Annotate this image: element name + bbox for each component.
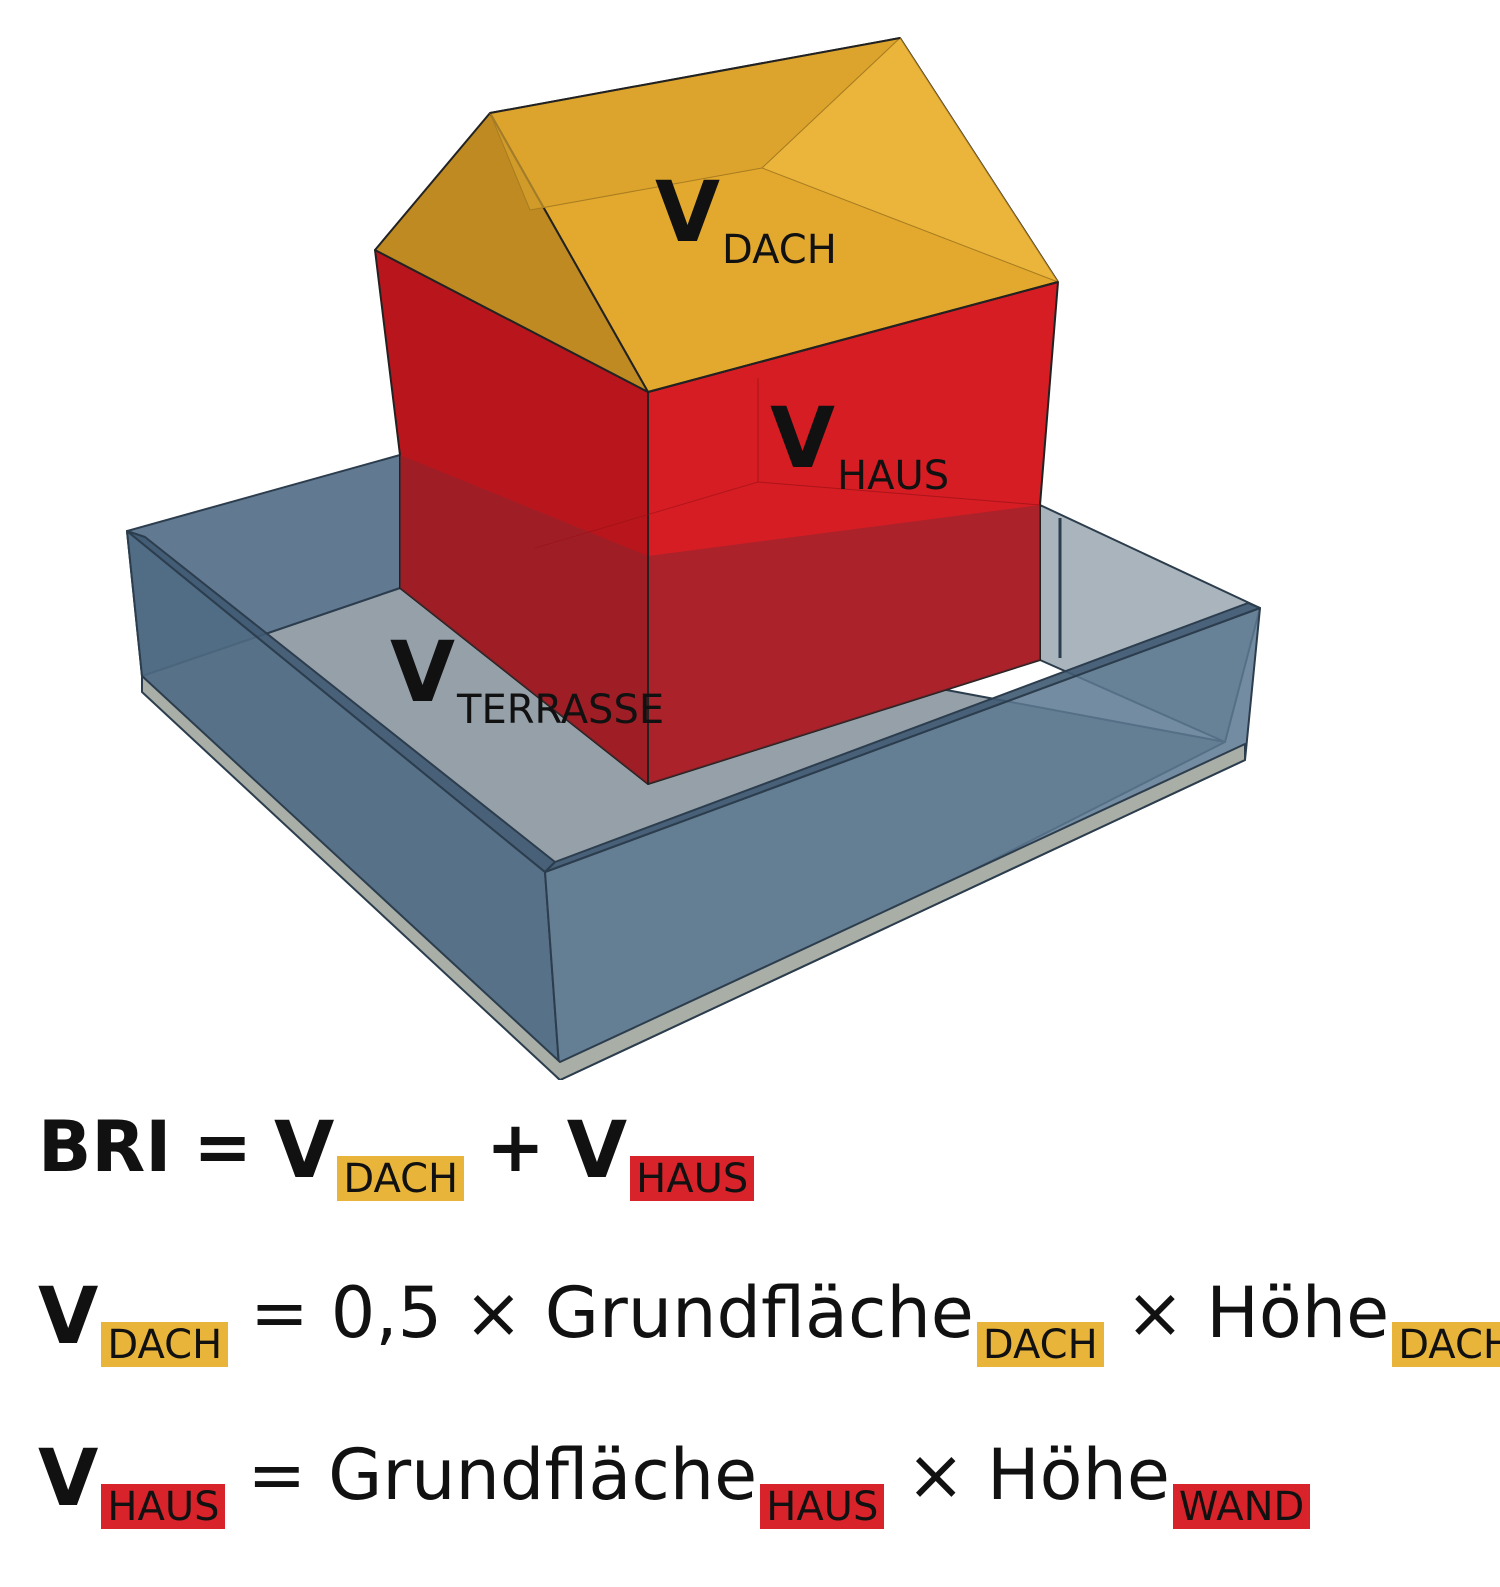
- formula-vhaus-height: Höhe: [987, 1434, 1170, 1516]
- formula-vdach-area: Grundfläche: [544, 1272, 974, 1354]
- terrace-top-rim-right: [544, 602, 1261, 873]
- terrace-front: [126, 518, 1261, 1080]
- label-v-dach: VDACH: [655, 170, 837, 270]
- house-lower-shade-right: [648, 505, 1040, 784]
- roof-eave-front: [647, 281, 1059, 393]
- formula-bri-sub-dach: DACH: [337, 1156, 465, 1201]
- house-volume: [374, 249, 1059, 785]
- formula-vhaus-eq: =: [247, 1434, 307, 1516]
- formula-bri-v1: V: [273, 1106, 335, 1196]
- formula-vdach-factor: 0,5: [330, 1272, 443, 1354]
- formula-bri-eq: =: [193, 1106, 252, 1188]
- label-v-dach-main: V: [655, 163, 721, 261]
- formula-bri-v2: V: [566, 1106, 628, 1196]
- formula-vhaus-v: V: [38, 1434, 99, 1524]
- formula-bri: BRI = V DACH + V HAUS: [38, 1106, 755, 1201]
- formula-vdach-times1: ×: [464, 1272, 523, 1354]
- label-v-haus-sub: HAUS: [837, 453, 950, 499]
- house-inner-edge-2: [534, 481, 759, 549]
- formula-vdach-sub: DACH: [101, 1322, 229, 1367]
- formula-bri-plus: +: [486, 1106, 545, 1188]
- formula-vhaus-height-sub: WAND: [1172, 1484, 1311, 1529]
- label-v-dach-sub: DACH: [722, 227, 837, 273]
- formula-bri-lhs: BRI: [38, 1106, 172, 1188]
- formula-vdach-height-sub: DACH: [1392, 1322, 1500, 1367]
- building-volume-diagram: [126, 37, 1261, 1080]
- terrace-base-strip: [141, 675, 1246, 1080]
- formula-vdach-v: V: [38, 1272, 99, 1362]
- label-v-terrasse: VTERRASSE: [390, 630, 664, 730]
- roof-ridge: [489, 37, 901, 114]
- formula-vhaus-sub: HAUS: [101, 1484, 226, 1529]
- roof-right-gable: [761, 37, 1059, 283]
- formula-vhaus-times: ×: [906, 1434, 965, 1516]
- formula-vdach: V DACH = 0,5 × Grundfläche DACH × Höhe D…: [38, 1278, 1500, 1367]
- label-v-terrasse-main: V: [390, 623, 456, 721]
- roof-left-gable: [374, 112, 649, 393]
- formula-vdach-height: Höhe: [1206, 1272, 1390, 1354]
- house-lower-shade-left: [400, 455, 648, 784]
- label-v-terrasse-sub: TERRASSE: [457, 687, 665, 733]
- formula-vhaus: V HAUS = Grundfläche HAUS × Höhe WAND: [38, 1434, 1311, 1529]
- formula-bri-sub-haus: HAUS: [630, 1156, 755, 1201]
- formula-vdach-area-sub: DACH: [976, 1322, 1104, 1367]
- label-v-haus-main: V: [770, 389, 836, 487]
- roof-volume: [374, 37, 1059, 393]
- formula-vdach-times2: ×: [1125, 1272, 1185, 1354]
- formula-vhaus-area: Grundfläche: [328, 1434, 758, 1516]
- formula-vhaus-area-sub: HAUS: [760, 1484, 885, 1529]
- label-v-haus: VHAUS: [770, 396, 949, 496]
- formula-vdach-eq: =: [250, 1272, 309, 1354]
